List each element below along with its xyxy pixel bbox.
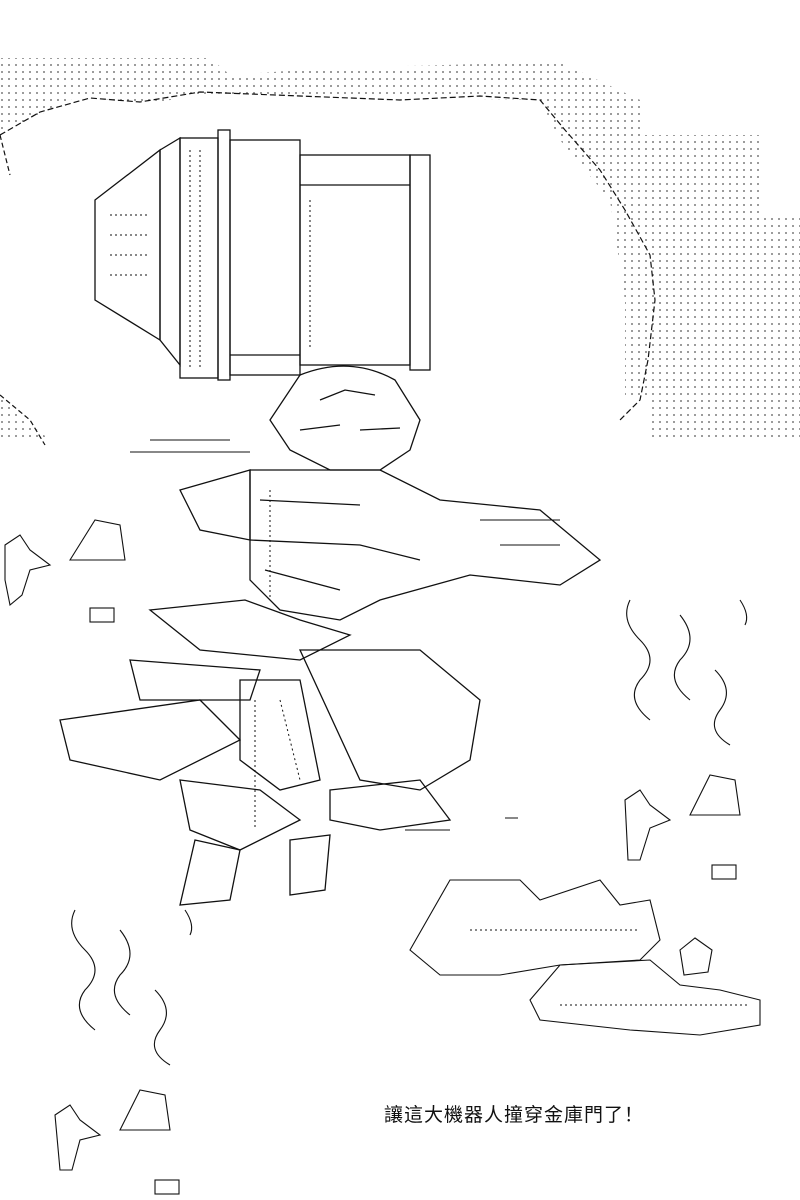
wall-hole-outline bbox=[0, 91, 656, 421]
smoke-icon bbox=[71, 599, 748, 1066]
debris-pile-icon bbox=[409, 879, 761, 1036]
speed-lines bbox=[130, 439, 560, 831]
vault-door-icon bbox=[94, 129, 431, 381]
dotted-wall-background bbox=[0, 58, 800, 440]
caption-text: 讓這大機器人撞穿金庫門了！ bbox=[384, 1104, 645, 1126]
sparkle-icon bbox=[4, 519, 741, 1195]
robot-figure-icon bbox=[59, 365, 602, 906]
